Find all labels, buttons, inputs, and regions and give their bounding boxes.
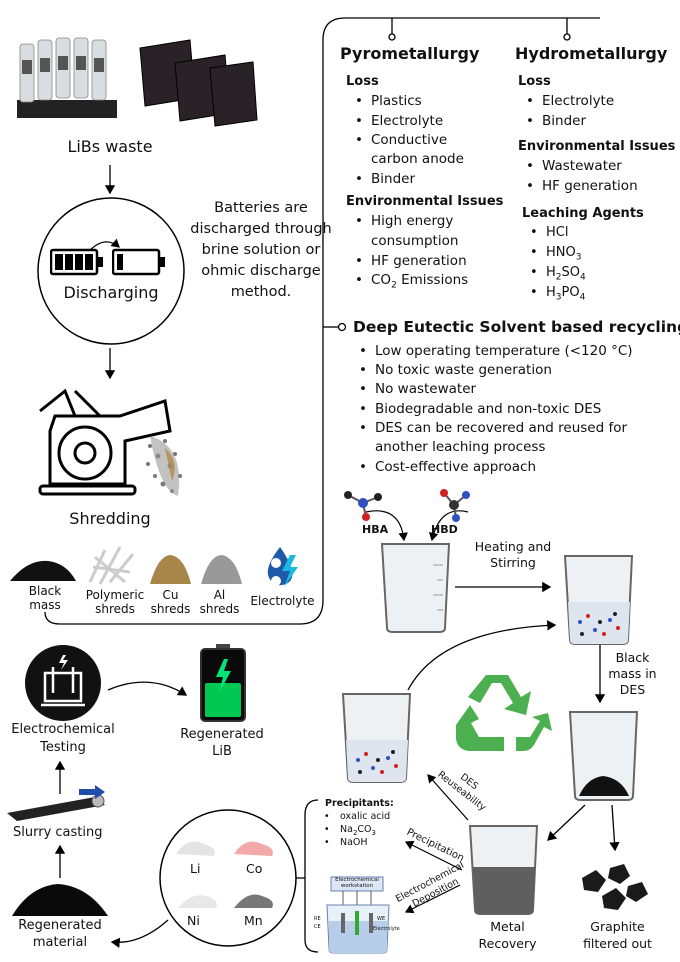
al-shreds-pile <box>201 555 242 584</box>
shredder-icon <box>38 388 182 496</box>
hydro-agent-item: HCl <box>530 225 569 240</box>
pyro-loss-item: Binder <box>355 171 415 187</box>
precipitant-item: oxalic acid <box>324 811 390 822</box>
hba-molecule-icon <box>344 491 382 521</box>
hydro-agent-item: H3PO4 <box>530 285 585 303</box>
regenerated-material-pile <box>12 884 108 916</box>
libs-label: LiBs waste <box>67 137 153 156</box>
metal-li-label: Li <box>190 861 201 876</box>
electrode-we-label: WE <box>377 916 386 922</box>
graphite-pieces-icon <box>582 864 648 910</box>
slurry-label: Slurry casting <box>13 825 103 840</box>
discharging-circle <box>37 197 185 345</box>
metal-ni-label: Ni <box>187 913 200 928</box>
pouch-cells-icon <box>139 39 258 127</box>
electrode-re-label: RE <box>314 916 321 922</box>
main-bracket <box>44 17 600 625</box>
electrode-ce-label: CE <box>314 924 321 930</box>
hydro-env-heading: Environmental Issues <box>518 139 676 154</box>
slurry-casting-icon <box>7 785 105 821</box>
black-mass-pile <box>10 560 76 581</box>
beaker-empty <box>380 543 451 633</box>
des-point: No wastewater <box>359 381 476 397</box>
precipitant-item: Na2CO3 <box>324 824 376 837</box>
des-point: Cost-effective approach <box>359 459 536 475</box>
discharging-label: Discharging <box>63 283 159 302</box>
hbd-label: HBD <box>431 523 458 536</box>
regenerated-battery-icon <box>200 644 246 722</box>
pyro-env-item-co2: CO2 Emissions <box>355 272 468 291</box>
des-point: Biodegradable and non-toxic DES <box>359 401 601 417</box>
metals-circle <box>159 809 297 947</box>
pyro-loss-item: Electrolyte <box>355 113 443 129</box>
des-point-cont: another leaching process <box>375 439 546 455</box>
beaker-black-mass <box>568 711 639 801</box>
beaker-des <box>563 555 634 645</box>
beaker-reuse <box>341 693 412 783</box>
electrolyte-small-label: Electrolyte <box>373 926 400 932</box>
hydro-loss-item: Electrolyte <box>526 93 614 109</box>
pyro-loss-heading: Loss <box>346 74 379 89</box>
precipitants-heading: Precipitants: <box>325 798 394 809</box>
hydro-agents-heading: Leaching Agents <box>522 206 644 221</box>
precipitant-item: NaOH <box>324 837 367 848</box>
discharge-arrow-icon <box>88 238 120 252</box>
pyro-loss-item: Conductive <box>355 132 447 148</box>
beaker-metal-recovery <box>468 825 539 915</box>
hydro-loss-heading: Loss <box>518 74 551 89</box>
libs-cells-icon <box>17 37 117 118</box>
metal-co-label: Co <box>246 861 263 876</box>
pyro-env-item: High energy <box>355 213 453 229</box>
des-point: Low operating temperature (<120 °C) <box>359 343 633 359</box>
des-point: No toxic waste generation <box>359 362 552 378</box>
pyro-loss-item: Plastics <box>355 93 422 109</box>
cu-shreds-pile <box>150 555 191 584</box>
hba-label: HBA <box>362 523 389 536</box>
hydro-loss-item: Binder <box>526 113 586 129</box>
polymeric-shreds-pile <box>88 546 135 585</box>
pyro-title: Pyrometallurgy <box>340 44 480 63</box>
hydro-agent-item: HNO3 <box>530 245 582 263</box>
discharge-note: Batteries are discharged through brine s… <box>190 200 332 300</box>
des-point: DES can be recovered and reused for <box>359 420 627 436</box>
des-title: Deep Eutectic Solvent based recycling <box>353 318 680 336</box>
shredding-label: Shredding <box>69 509 151 528</box>
electrochemical-testing-icon <box>25 645 101 721</box>
hydro-agent-item: H2SO4 <box>530 265 586 283</box>
pyro-loss-item-cont: carbon anode <box>371 151 464 167</box>
pyro-env-heading: Environmental Issues <box>346 194 504 209</box>
pyro-env-item-cont: consumption <box>371 233 459 249</box>
electrolyte-icon <box>267 547 298 587</box>
full-battery-icon <box>50 248 103 276</box>
hbd-molecule-icon <box>440 489 470 522</box>
product-label-electrolyte: Electrolyte <box>250 594 315 608</box>
hydro-env-item: HF generation <box>526 178 638 194</box>
empty-battery-icon <box>112 248 165 276</box>
recycle-icon <box>456 675 552 751</box>
metal-mn-label: Mn <box>244 913 263 928</box>
pyro-env-item: HF generation <box>355 253 467 269</box>
hydro-env-item: Wastewater <box>526 158 622 174</box>
electrochemical-cell-icon <box>326 876 390 954</box>
hydro-title: Hydrometallurgy <box>515 44 668 63</box>
